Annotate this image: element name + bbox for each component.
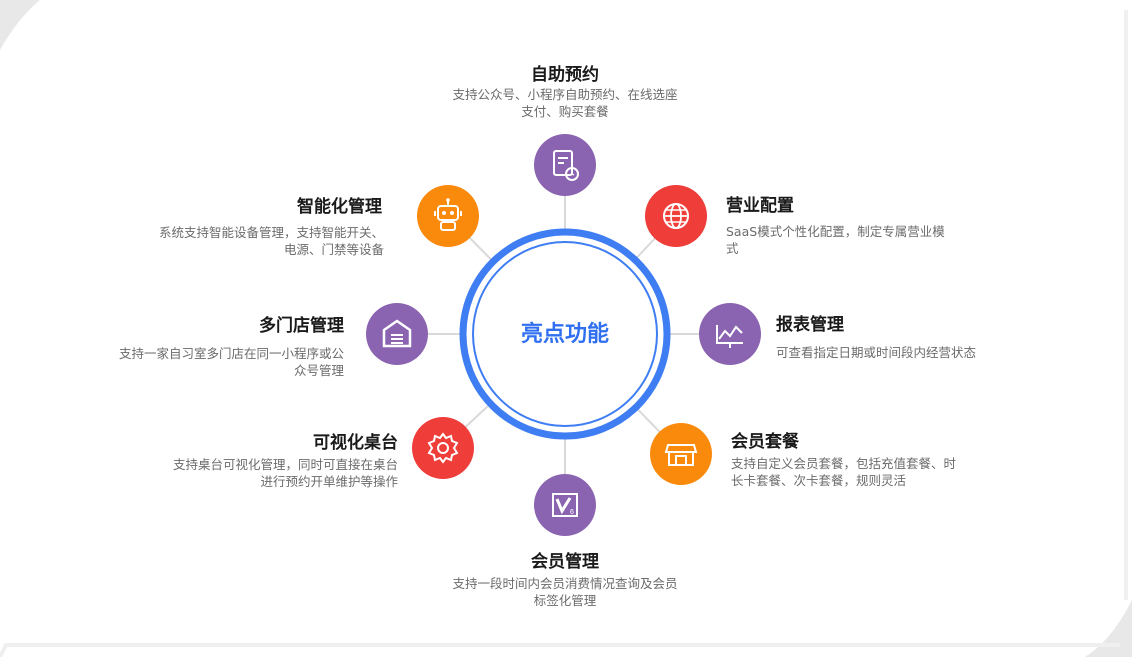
feature-desc-membership-package: 支持自定义会员套餐，包括充值套餐、时长卡套餐、次卡套餐，规则灵活 bbox=[731, 455, 1001, 489]
feature-desc-line: 电源、门禁等设备 bbox=[283, 242, 384, 257]
node-report-management bbox=[699, 303, 761, 365]
feature-title-visual-desk: 可视化桌台 bbox=[313, 433, 398, 453]
booking-calendar-icon bbox=[553, 150, 579, 181]
feature-title-member-management: 会员管理 bbox=[531, 552, 599, 572]
node-business-config bbox=[645, 185, 707, 247]
feature-desc-line: SaaS模式个性化配置，制定专属营业模 bbox=[726, 224, 945, 239]
feature-desc-line: 进行预约开单维护等操作 bbox=[260, 474, 398, 489]
feature-title-smart-management: 智能化管理 bbox=[297, 197, 382, 217]
feature-desc-self-booking: 支持公众号、小程序自助预约、在线选座支付、购买套餐 bbox=[415, 86, 715, 120]
feature-desc-line: 支持一段时间内会员消费情况查询及会员 bbox=[452, 576, 678, 591]
feature-desc-line: 支持桌台可视化管理，同时可直接在桌台 bbox=[172, 457, 398, 472]
svg-text:6: 6 bbox=[570, 509, 574, 516]
hub-inner-ring bbox=[472, 241, 658, 427]
feature-title-report-management: 报表管理 bbox=[776, 315, 844, 335]
feature-desc-line: 支持自定义会员套餐，包括充值套餐、时 bbox=[731, 456, 957, 471]
hub-label: 亮点功能 bbox=[520, 322, 609, 347]
feature-desc-line: 长卡套餐、次卡套餐，规则灵活 bbox=[731, 473, 907, 488]
feature-desc-line: 众号管理 bbox=[293, 363, 344, 378]
hub-outer-ring bbox=[459, 228, 671, 440]
feature-desc-line: 支付、购买套餐 bbox=[521, 104, 609, 119]
node-membership-package bbox=[650, 423, 712, 485]
feature-title-multi-store: 多门店管理 bbox=[259, 316, 344, 336]
feature-desc-business-config: SaaS模式个性化配置，制定专属营业模式 bbox=[726, 223, 986, 257]
line-chart-icon bbox=[716, 325, 743, 348]
node-smart-management bbox=[417, 185, 479, 247]
storefront-icon bbox=[664, 444, 698, 466]
feature-desc-line: 系统支持智能设备管理，支持智能开关、 bbox=[158, 225, 384, 240]
node-multi-store bbox=[366, 303, 428, 365]
warehouse-icon bbox=[382, 319, 412, 348]
feature-desc-smart-management: 系统支持智能设备管理，支持智能开关、电源、门禁等设备 bbox=[94, 224, 384, 258]
feature-desc-line: 式 bbox=[726, 241, 739, 256]
feature-desc-report-management: 可查看指定日期或时间段内经营状态 bbox=[776, 344, 1026, 361]
hub-fill bbox=[465, 234, 665, 434]
robot-icon bbox=[434, 198, 462, 231]
feature-desc-multi-store: 支持一家自习室多门店在同一小程序或公众号管理 bbox=[64, 345, 344, 379]
v-badge-icon: 6 bbox=[552, 493, 578, 517]
feature-title-business-config: 营业配置 bbox=[726, 196, 794, 216]
feature-desc-visual-desk: 支持桌台可视化管理，同时可直接在桌台进行预约开单维护等操作 bbox=[118, 456, 398, 490]
feature-desc-line: 标签化管理 bbox=[533, 593, 597, 608]
globe-icon bbox=[663, 203, 689, 229]
feature-title-membership-package: 会员套餐 bbox=[731, 432, 799, 452]
node-visual-desk bbox=[412, 417, 474, 479]
feature-desc-line: 支持一家自习室多门店在同一小程序或公 bbox=[118, 346, 344, 361]
feature-desc-line: 支持公众号、小程序自助预约、在线选座 bbox=[452, 87, 678, 102]
feature-desc-member-management: 支持一段时间内会员消费情况查询及会员标签化管理 bbox=[415, 575, 715, 609]
node-member-management: 6 bbox=[534, 474, 596, 536]
feature-desc-line: 可查看指定日期或时间段内经营状态 bbox=[776, 345, 977, 360]
feature-title-self-booking: 自助预约 bbox=[531, 65, 599, 85]
gear-icon bbox=[427, 432, 459, 464]
node-self-booking bbox=[534, 134, 596, 196]
